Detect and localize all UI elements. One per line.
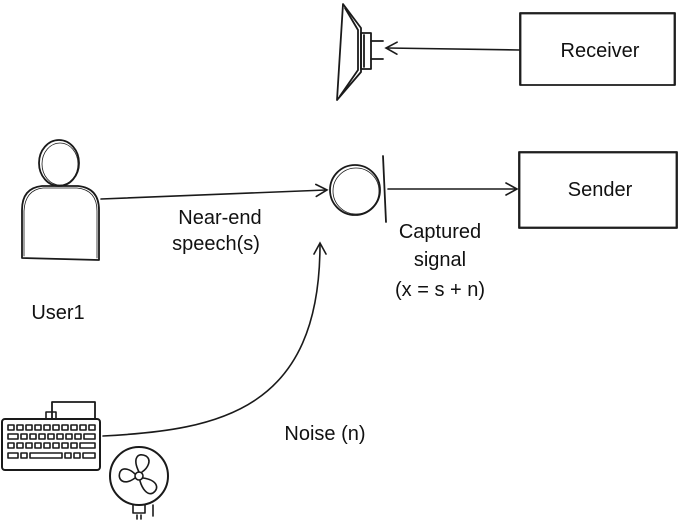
microphone-icon: [329, 155, 387, 223]
keyboard-icon: [1, 401, 101, 471]
captured-label-line1: Captured: [399, 221, 481, 243]
speech-label-line2: speech(s): [172, 233, 260, 255]
sender-label: Sender: [568, 179, 633, 201]
noise-arrow: [102, 241, 327, 437]
receiver-to-speaker-arrow: [384, 41, 520, 55]
speaker-icon: [336, 3, 384, 101]
fan-icon: [109, 446, 169, 520]
speech-arrow: [100, 183, 329, 200]
captured-label-line3: (x = s + n): [395, 279, 485, 301]
speech-label-line1: Near-end: [178, 207, 261, 229]
captured-label-line2: signal: [414, 249, 466, 271]
user-icon: [21, 139, 100, 261]
user-label: User1: [31, 302, 84, 324]
sender-box: [518, 151, 678, 229]
noise-label: Noise (n): [284, 423, 365, 445]
receiver-label: Receiver: [561, 40, 640, 62]
